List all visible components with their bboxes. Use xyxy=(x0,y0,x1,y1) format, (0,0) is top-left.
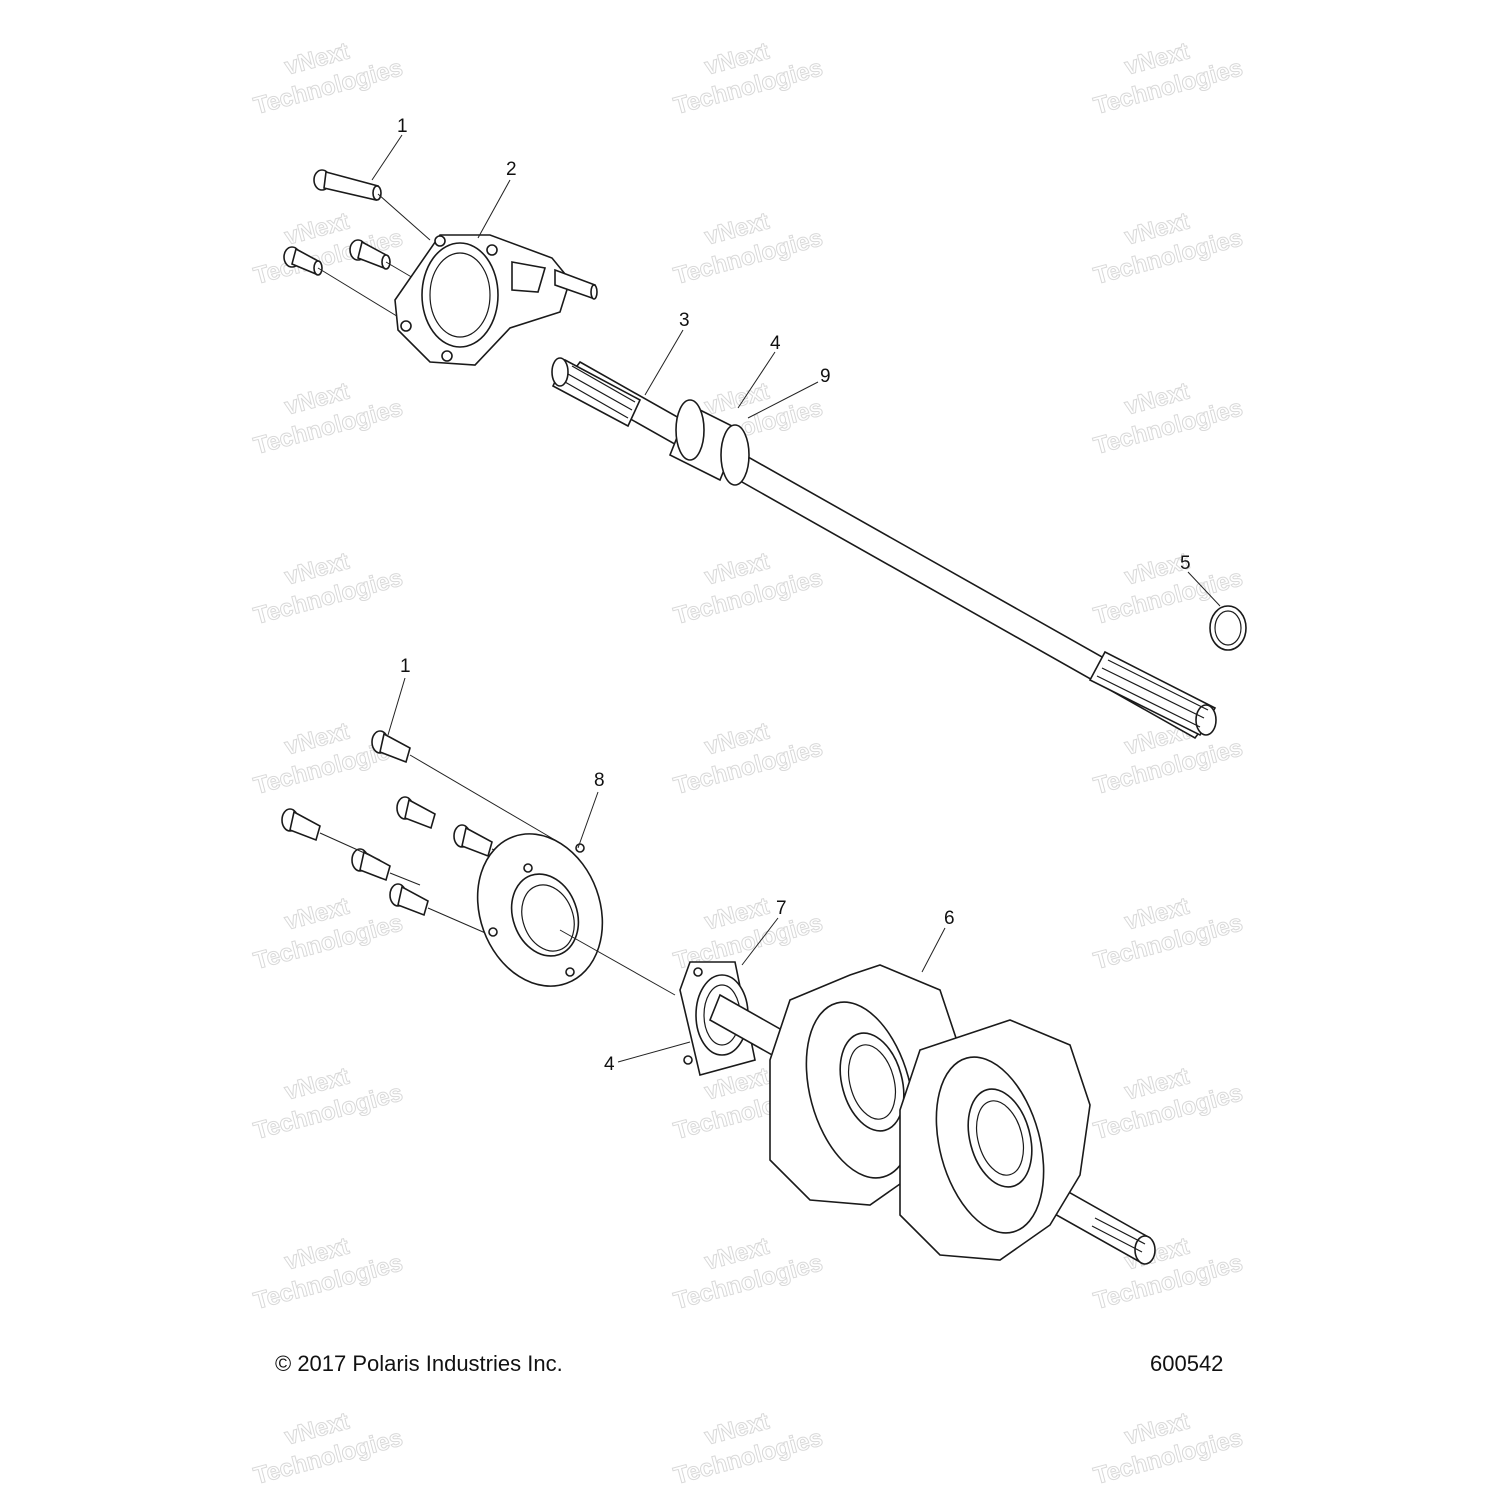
shaft-bearing xyxy=(668,399,750,486)
callout-5: 5 xyxy=(1180,553,1191,574)
bolt-lower-3 xyxy=(396,796,436,830)
callout-4-upper: 4 xyxy=(770,333,781,354)
drive-sprocket-2 xyxy=(899,1019,1091,1261)
bolt-upper-1 xyxy=(313,169,382,201)
bolt-lower-5 xyxy=(351,848,391,882)
bolt-lower-2 xyxy=(281,808,321,842)
round-bearing-flange xyxy=(476,833,604,987)
bolt-upper-3 xyxy=(349,239,391,270)
callout-3: 3 xyxy=(679,310,690,331)
bearing-flange-plate xyxy=(394,234,598,366)
diagram-number: 600542 xyxy=(1150,1351,1224,1376)
callout-2: 2 xyxy=(506,159,517,180)
callout-9: 9 xyxy=(820,366,831,387)
drive-sprocket-1 xyxy=(769,964,961,1206)
bolt-lower-6 xyxy=(389,883,429,917)
bolt-upper-2 xyxy=(283,246,323,276)
copyright-notice: © 2017 Polaris Industries Inc. xyxy=(275,1351,563,1376)
callout-6: 6 xyxy=(944,908,955,929)
bolt-lower-4 xyxy=(453,824,493,858)
callout-1-lower: 1 xyxy=(400,656,411,677)
o-ring xyxy=(1209,605,1247,651)
bolt-lower-1 xyxy=(371,730,411,764)
callout-1-upper: 1 xyxy=(397,116,408,137)
callout-7: 7 xyxy=(776,898,787,919)
callout-8: 8 xyxy=(594,770,605,791)
callout-4-lower: 4 xyxy=(604,1054,615,1075)
upper-drive-shaft xyxy=(551,357,1217,740)
